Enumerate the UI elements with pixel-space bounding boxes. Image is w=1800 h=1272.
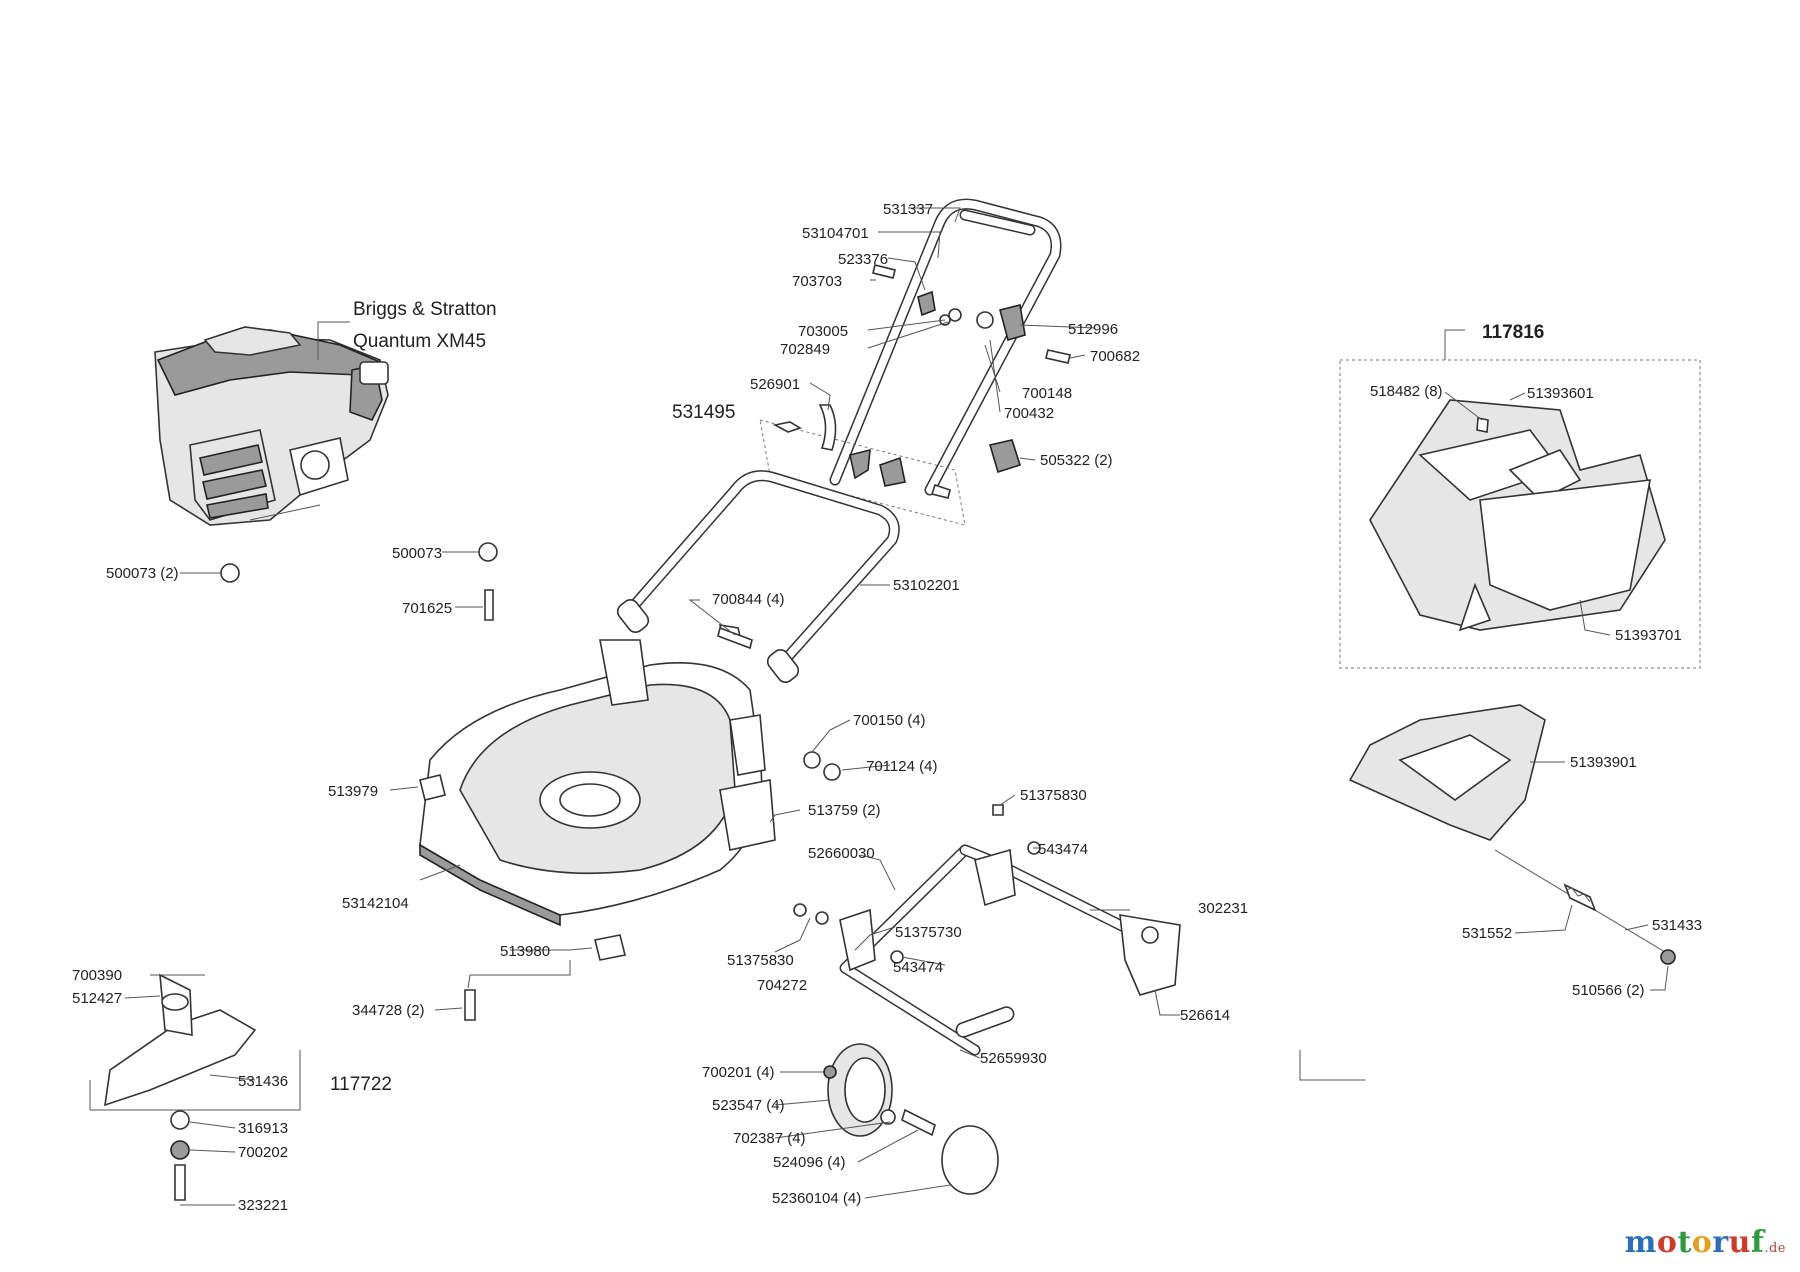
handle-kit-531495: [759, 404, 1022, 526]
part-label: 703703: [792, 273, 842, 290]
brand-letter: u: [1728, 1225, 1751, 1260]
part-label: 505322 (2): [1040, 452, 1113, 469]
group-label-blade-kit: 117722: [330, 1074, 392, 1095]
part-label: 512996: [1068, 321, 1118, 338]
group-label-catcher-kit: 117816: [1482, 322, 1544, 343]
part-label: 51393601: [1527, 385, 1594, 402]
part-label: 531433: [1652, 917, 1702, 934]
part-label: 51393901: [1570, 754, 1637, 771]
part-label: 512427: [72, 990, 122, 1007]
part-label: 704272: [757, 977, 807, 994]
part-label: 701625: [402, 600, 452, 617]
engine-illustration: [154, 326, 389, 526]
wheel-assembly: [823, 1043, 999, 1195]
leader-lines: [124, 207, 1669, 1206]
brand-letter: r: [1712, 1225, 1729, 1260]
upper-handle: [829, 198, 1062, 496]
part-label: 700432: [1004, 405, 1054, 422]
brand-letter: f: [1750, 1225, 1765, 1260]
part-label: 53102201: [893, 577, 960, 594]
part-label: 513979: [328, 783, 378, 800]
part-label: 51375730: [895, 924, 962, 941]
brand-letter: t: [1677, 1225, 1692, 1260]
part-label: 701124 (4): [866, 758, 937, 775]
part-label: 52659930: [980, 1050, 1047, 1067]
part-label: 51375830: [727, 952, 794, 969]
part-label: 302231: [1198, 900, 1248, 917]
part-label: 531436: [238, 1073, 288, 1090]
part-label: 700202: [238, 1144, 288, 1161]
part-label: 51375830: [1020, 787, 1087, 804]
part-label: 700682: [1090, 348, 1140, 365]
part-label: 513980: [500, 943, 550, 960]
part-label: 316913: [238, 1120, 288, 1137]
part-label: 500073 (2): [106, 565, 179, 582]
brand-suffix: .de: [1764, 1241, 1786, 1256]
part-label: 531552: [1462, 925, 1512, 942]
part-label: 700390: [72, 967, 122, 984]
part-label: 700150 (4): [853, 712, 926, 729]
part-label: 543474: [893, 959, 943, 976]
engine-label-model: Quantum XM45: [353, 331, 486, 352]
part-label: 52660030: [808, 845, 875, 862]
part-label: 523547 (4): [712, 1097, 785, 1114]
lower-handle: [616, 470, 900, 683]
blade-kit-117722: [89, 973, 301, 1201]
part-label: 500073: [392, 545, 442, 562]
part-label: 323221: [238, 1197, 288, 1214]
catcher-kit-117816: [1339, 359, 1701, 841]
part-label: 523376: [838, 251, 888, 268]
part-label: 526614: [1180, 1007, 1230, 1024]
part-number-labels: 531337 53104701 523376 703703 703005 702…: [72, 201, 1702, 1214]
part-label: 702849: [780, 341, 830, 358]
part-label: 53104701: [802, 225, 869, 242]
group-label-handle-kit: 531495: [672, 402, 735, 423]
height-adjust-axle: [839, 844, 1181, 1056]
engine-label-brand: Briggs & Stratton: [353, 299, 497, 320]
part-label: 700844 (4): [712, 591, 785, 608]
part-label: 526901: [750, 376, 800, 393]
part-label: 518482 (8): [1370, 383, 1443, 400]
brand-letter: m: [1624, 1225, 1657, 1260]
brand-letter: o: [1691, 1225, 1713, 1260]
hardware-pieces: [220, 264, 1489, 1021]
part-label: 51393701: [1615, 627, 1682, 644]
brand-letter: o: [1656, 1225, 1678, 1260]
part-label: 700148: [1022, 385, 1072, 402]
part-label: 344728 (2): [352, 1002, 425, 1019]
part-label: 53142104: [342, 895, 409, 912]
rear-flap-spring: [1494, 849, 1676, 965]
part-label: 703005: [798, 323, 848, 340]
mower-deck: [419, 639, 776, 927]
part-label: 510566 (2): [1572, 982, 1645, 999]
part-label: 700201 (4): [702, 1064, 775, 1081]
part-label: 531337: [883, 201, 933, 218]
part-label: 52360104 (4): [772, 1190, 861, 1207]
part-label: 702387 (4): [733, 1130, 806, 1147]
motoruf-logo: motoruf.de: [1625, 1225, 1786, 1260]
part-label: 524096 (4): [773, 1154, 846, 1171]
part-label: 513759 (2): [808, 802, 881, 819]
part-label: 543474: [1038, 841, 1088, 858]
